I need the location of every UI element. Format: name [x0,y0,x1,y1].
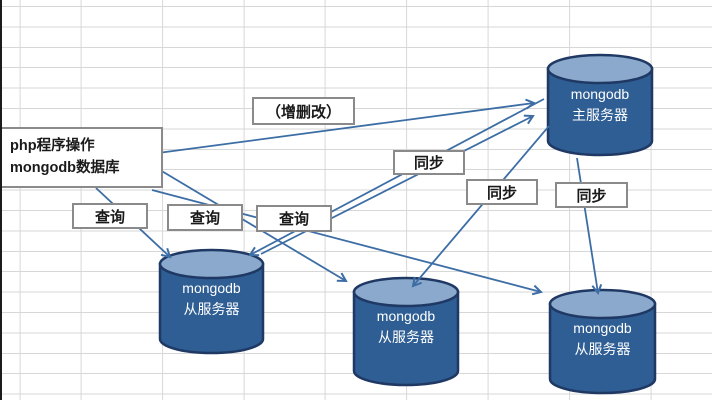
php-app-box-line2: mongodb数据库 [10,160,120,177]
sync-label-text-1: 同步 [413,155,444,172]
master-db-label: mongodb 主服务器 [548,84,652,126]
sync-label-box-1[interactable]: 同步 [393,150,465,175]
sync-label-text-2: 同步 [486,184,517,202]
sync-label-box-2[interactable]: 同步 [466,179,538,205]
slave-db-right-name: mongodb [573,320,632,336]
slave-db-cylinder-left[interactable] [158,248,265,355]
slave-db-left-label: mongodb 从服务器 [160,278,263,320]
slave-db-middle-role: 从服务器 [378,329,434,345]
slave-db-cylinder-middle[interactable] [352,276,460,387]
slave-db-middle-label: mongodb 从服务器 [354,306,458,348]
slave-db-middle-name: mongodb [376,308,436,324]
sync-label-box-3[interactable]: 同步 [555,182,628,208]
crud-label-box[interactable]: （增删改） [252,97,355,125]
query-label-text-3: 查询 [278,211,309,228]
master-db-name: mongodb [570,86,630,102]
master-db-role: 主服务器 [572,107,628,123]
php-app-box[interactable]: php程序操作 mongodb数据库 [0,127,163,188]
query-label-box-2[interactable]: 查询 [167,204,243,231]
arrow-master-to-slave-right-sync [576,157,603,296]
slave-db-right-label: mongodb 从服务器 [550,318,655,360]
slave-db-left-name: mongodb [182,280,241,296]
slave-db-left-role: 从服务器 [183,301,240,317]
arrow-master-to-slave-middle-sync [411,125,550,288]
crud-label-text: （增删改） [265,103,341,121]
query-label-text-2: 查询 [189,210,220,227]
master-db-cylinder[interactable] [546,53,654,157]
arrow-php-to-master-crud [157,98,537,154]
query-label-text-1: 查询 [94,208,125,226]
arrow-php-to-slave-middle-query [159,169,348,283]
sync-label-text-3: 同步 [576,187,607,205]
window-left-edge [0,0,2,400]
slave-db-right-role: 从服务器 [574,341,631,357]
slave-db-cylinder-right[interactable] [548,288,657,395]
php-app-box-line1: php程序操作 [10,138,95,154]
query-label-box-1[interactable]: 查询 [72,203,148,229]
query-label-box-3[interactable]: 查询 [256,205,332,232]
